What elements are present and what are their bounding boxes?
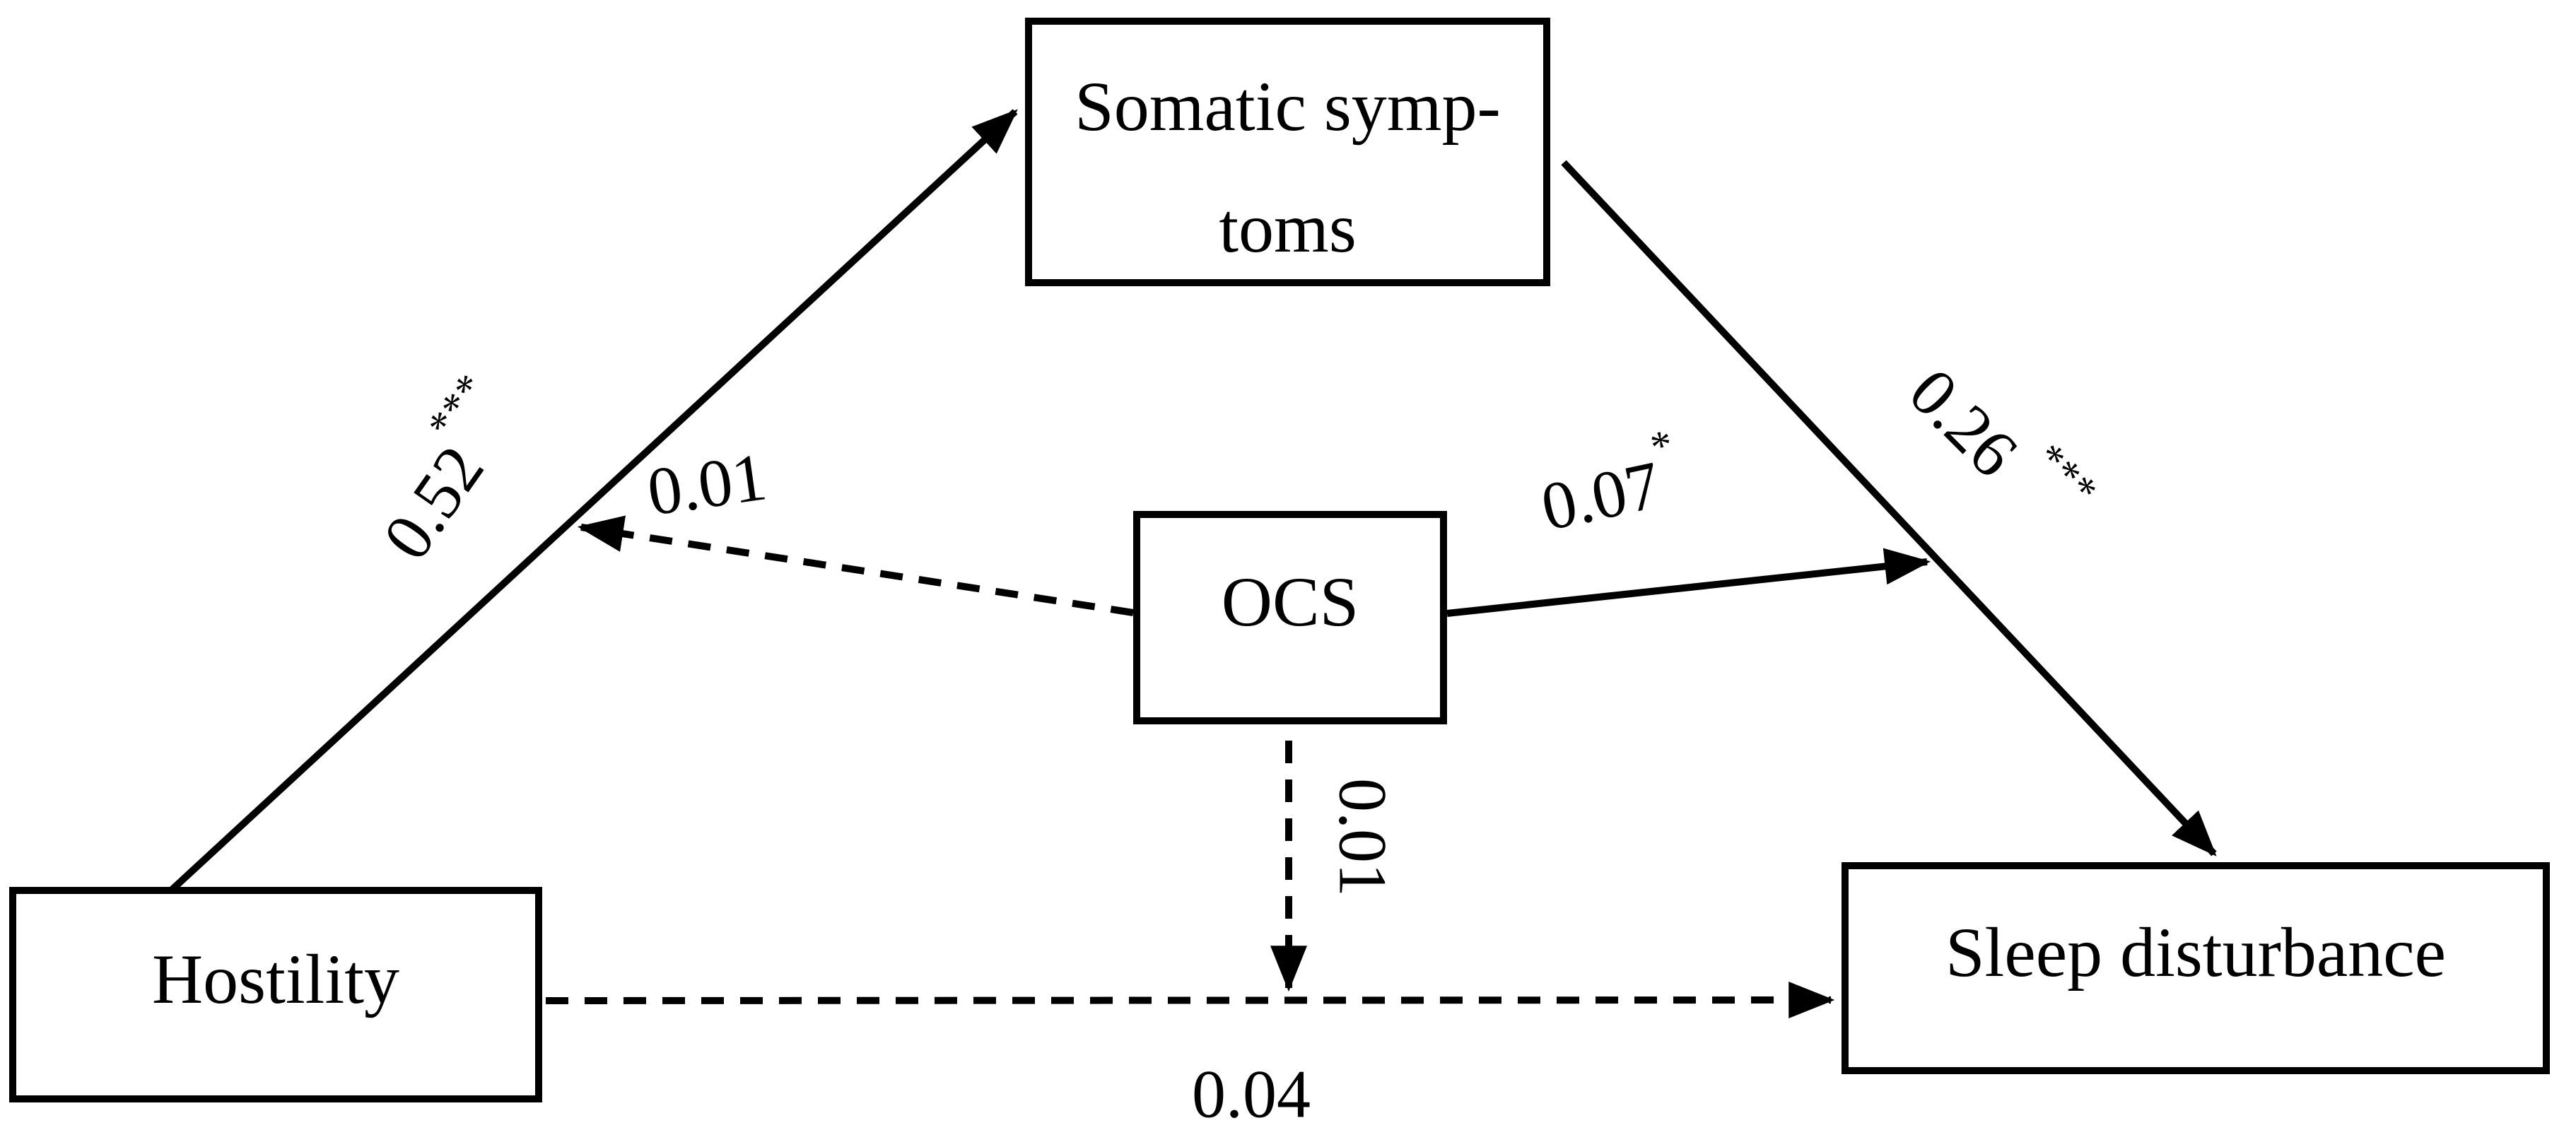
coefficient-ocs-to-path-c: 0.01 <box>1324 778 1403 897</box>
box-ocs: OCS <box>1133 511 1447 724</box>
box-somatic-label-line2: toms <box>1219 189 1357 267</box>
box-sleep-label: Sleep disturbance <box>1945 913 2447 991</box>
coefficient-value: 0.01 <box>643 438 771 530</box>
box-ocs-label: OCS <box>1221 563 1359 641</box>
arrow-ocs-to-path-b <box>1446 548 1931 617</box>
arrow-somatic-to-sleep <box>1561 160 2217 857</box>
box-somatic-label-line1: Somatic symp- <box>1075 67 1501 146</box>
box-hostility: Hostility <box>9 887 542 1102</box>
box-sleep-disturbance: Sleep disturbance <box>1842 862 2550 1074</box>
coefficient-value: 0.04 <box>1192 1056 1311 1130</box>
coefficient-value: 0.01 <box>1325 778 1401 897</box>
coefficient-ocs-to-path-a: 0.01 <box>643 437 771 531</box>
box-hostility-label: Hostility <box>151 939 400 1018</box>
arrow-hostility-to-sleep <box>545 982 1835 1019</box>
box-somatic-symptoms: Somatic symp- toms <box>1025 18 1550 286</box>
arrow-ocs-to-path-a <box>577 515 1134 616</box>
arrow-hostility-to-somatic <box>168 109 1018 893</box>
coefficient-hostility-to-sleep: 0.04 <box>1192 1055 1311 1130</box>
